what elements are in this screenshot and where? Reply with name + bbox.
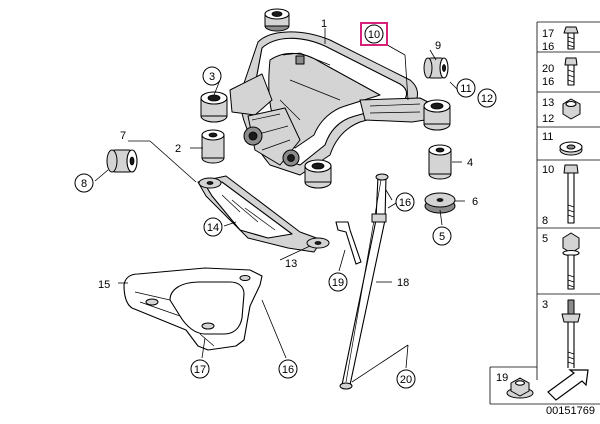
callout-labels: 1 10 9 11 12 3 2 7 8 4 6 5 xyxy=(74,18,497,389)
diagram-id: 00151769 xyxy=(546,405,595,417)
callout-15: 15 xyxy=(98,279,110,291)
bushing-8 xyxy=(106,149,138,173)
underbody-shield-15 xyxy=(123,267,263,351)
callout-7: 7 xyxy=(120,130,126,142)
sidebar-label-5: 5 xyxy=(542,233,548,245)
sidebar-label-10: 10 xyxy=(542,164,554,176)
sidebar-label-12: 12 xyxy=(542,113,554,125)
callout-2: 2 xyxy=(175,143,181,155)
callout-14[interactable]: 14 xyxy=(203,217,223,237)
svg-text:20: 20 xyxy=(400,374,412,386)
callout-5[interactable]: 5 xyxy=(432,226,452,246)
subframe-mount-top xyxy=(264,8,290,32)
sidebar-label-11: 11 xyxy=(542,131,553,143)
sidebar-label-16b: 16 xyxy=(542,76,554,88)
svg-text:16: 16 xyxy=(399,197,411,209)
subframe-mount-left xyxy=(200,91,228,123)
callout-17[interactable]: 17 xyxy=(190,359,210,379)
serrated-bolt-icon xyxy=(561,299,581,371)
short-bolt-icon xyxy=(564,57,578,86)
parts-sidebar: 17 16 20 16 13 12 11 xyxy=(489,21,600,417)
svg-text:14: 14 xyxy=(207,222,219,234)
washer-icon xyxy=(559,141,583,156)
svg-text:17: 17 xyxy=(194,364,206,376)
svg-text:12: 12 xyxy=(481,93,493,105)
sidebar-label-20: 20 xyxy=(542,63,554,75)
svg-text:11: 11 xyxy=(460,83,471,95)
tension-strut-18 xyxy=(339,173,389,390)
leader-lines xyxy=(94,28,465,383)
sidebar-label-16: 16 xyxy=(542,41,554,53)
svg-text:19: 19 xyxy=(332,277,344,289)
callout-9: 9 xyxy=(435,40,441,52)
callout-3[interactable]: 3 xyxy=(202,66,222,86)
callout-1: 1 xyxy=(321,18,327,30)
callout-6: 6 xyxy=(472,196,478,208)
bracket-19 xyxy=(335,221,362,265)
sidebar-label-13: 13 xyxy=(542,97,554,109)
strut-brace-14 xyxy=(197,175,330,253)
callout-8[interactable]: 8 xyxy=(74,173,94,193)
svg-text:16: 16 xyxy=(282,364,294,376)
callout-10: 10 xyxy=(368,29,380,41)
svg-text:8: 8 xyxy=(81,178,87,190)
rear-subframe xyxy=(200,8,451,189)
sidebar-label-19: 19 xyxy=(496,372,508,384)
bolt-icon xyxy=(563,26,579,50)
sidebar-label-17: 17 xyxy=(542,28,554,40)
callout-16-lower[interactable]: 16 xyxy=(278,359,298,379)
callout-16-upper[interactable]: 16 xyxy=(395,192,415,212)
callout-12[interactable]: 12 xyxy=(477,88,497,108)
callout-19[interactable]: 19 xyxy=(328,272,348,292)
callout-11[interactable]: 11 xyxy=(456,78,476,98)
collar-nut-icon xyxy=(506,377,534,399)
direction-arrow-icon xyxy=(541,368,600,401)
subframe-mount-front-right xyxy=(304,159,332,189)
sidebar-label-8: 8 xyxy=(542,215,548,227)
rubber-mount-4 xyxy=(428,144,452,180)
subframe-mount-right xyxy=(423,99,451,131)
callout-4: 4 xyxy=(467,157,473,169)
rubber-mount-2 xyxy=(201,129,225,164)
long-bolt-icon xyxy=(563,164,579,224)
svg-text:5: 5 xyxy=(439,231,445,243)
callout-13: 13 xyxy=(285,258,297,270)
callout-10-highlighted[interactable]: 10 xyxy=(360,22,388,46)
hex-nut-icon xyxy=(562,98,581,120)
flange-bolt-icon xyxy=(562,232,580,290)
sidebar-label-3: 3 xyxy=(542,299,548,311)
callout-18: 18 xyxy=(397,277,409,289)
svg-text:3: 3 xyxy=(209,71,215,83)
bushing-9 xyxy=(423,57,449,79)
callout-20[interactable]: 20 xyxy=(396,369,416,389)
